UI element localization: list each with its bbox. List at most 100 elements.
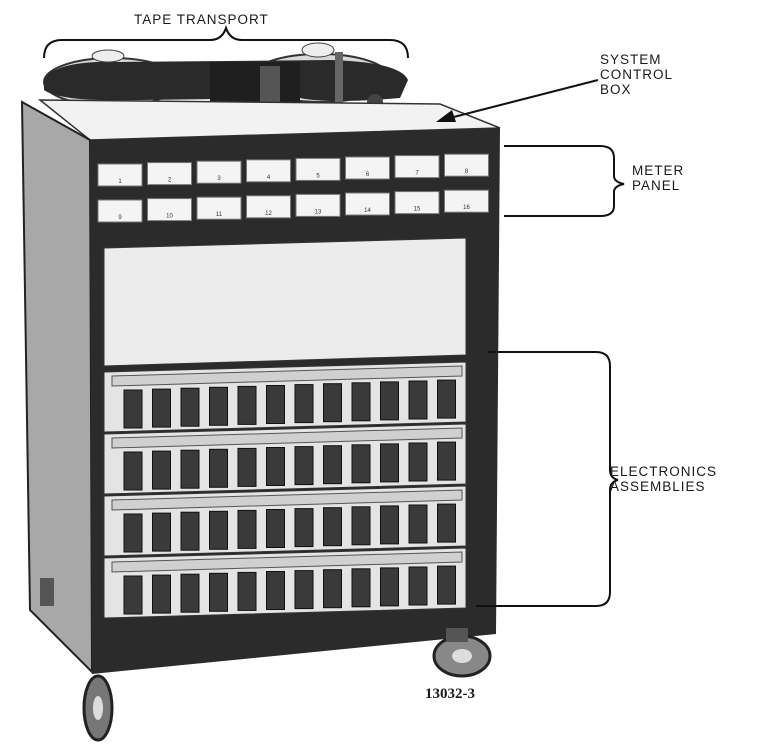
meter-number: 2 <box>168 178 172 184</box>
electronics-card <box>323 507 342 547</box>
electronics-card <box>323 445 342 485</box>
electronics-card <box>323 569 342 609</box>
meter-7: 7 <box>394 155 440 179</box>
electronics-card <box>380 505 399 545</box>
electronics-card <box>266 571 285 610</box>
tape-transport-bracket <box>43 24 409 59</box>
electronics-card <box>266 509 285 548</box>
electronics-card <box>180 387 200 427</box>
electronics-card <box>294 570 314 610</box>
meter-number: 8 <box>465 169 469 175</box>
electronics-card <box>294 446 314 486</box>
electronics-card <box>209 510 228 550</box>
electronics-card <box>152 574 171 614</box>
electronics-assemblies <box>103 361 467 619</box>
electronics-card <box>380 443 399 483</box>
meter-number: 16 <box>463 205 470 211</box>
electronics-card <box>209 448 228 488</box>
electronics-card <box>437 441 456 481</box>
electronics-card <box>237 447 257 487</box>
electronics-card <box>380 567 399 607</box>
electronics-card <box>323 383 342 423</box>
electronics-card <box>123 451 143 491</box>
electronics-row <box>103 423 467 495</box>
label-line: PANEL <box>632 178 681 193</box>
electronics-card <box>380 381 399 421</box>
meter-number: 12 <box>265 211 272 217</box>
meter-number: 15 <box>414 207 421 213</box>
electronics-card <box>152 512 171 552</box>
electronics-card <box>351 382 371 422</box>
system-control-box-label: SYSTEM CONTROL BOX <box>600 52 673 97</box>
electronics-card <box>180 449 200 489</box>
system-control-box-arrow <box>436 79 599 122</box>
label-line: METER <box>632 163 685 178</box>
electronics-row <box>103 485 467 557</box>
meter-14: 14 <box>345 192 390 216</box>
label-line: SYSTEM <box>600 52 662 67</box>
meter-11: 11 <box>196 196 242 220</box>
meter-3: 3 <box>196 160 242 184</box>
meter-number: 1 <box>118 179 122 185</box>
meter-number: 6 <box>366 172 370 178</box>
meter-number: 13 <box>315 209 322 215</box>
meter-number: 14 <box>364 208 371 214</box>
electronics-card <box>437 503 456 543</box>
electronics-row <box>103 547 467 619</box>
meter-8: 8 <box>444 153 489 177</box>
electronics-card <box>408 566 428 606</box>
electronics-card <box>266 447 285 486</box>
meter-number: 3 <box>217 176 221 182</box>
meter-number: 9 <box>118 215 122 221</box>
label-line: BOX <box>600 82 632 97</box>
electronics-card <box>180 511 200 551</box>
electronics-card <box>437 565 456 605</box>
electronics-card <box>152 388 171 428</box>
electronics-card <box>351 444 371 484</box>
meter-panel-label: METER PANEL <box>632 163 684 193</box>
electronics-card <box>123 575 143 615</box>
electronics-card <box>152 450 171 490</box>
meter-4: 4 <box>246 159 291 183</box>
electronics-card <box>209 572 228 612</box>
figure-number: 13032-3 <box>425 686 475 702</box>
meter-number: 4 <box>267 175 271 181</box>
electronics-card <box>351 568 371 608</box>
electronics-card <box>237 385 257 425</box>
label-line: ASSEMBLIES <box>610 479 706 494</box>
electronics-card <box>294 508 314 548</box>
cabinet-side-panel <box>20 100 94 675</box>
meter-number: 5 <box>316 173 320 179</box>
meter-10: 10 <box>147 198 192 222</box>
label-line: ELECTRONICS <box>610 464 718 479</box>
meter-2: 2 <box>147 162 192 186</box>
meter-6: 6 <box>345 156 390 180</box>
tape-transport <box>43 42 408 112</box>
electronics-card <box>123 389 143 429</box>
electronics-row <box>103 361 467 433</box>
electronics-card <box>237 509 257 549</box>
electronics-card <box>408 442 428 482</box>
meter-number: 10 <box>166 214 173 220</box>
electronics-card <box>180 573 200 613</box>
electronics-card <box>408 380 428 420</box>
label-line: CONTROL <box>600 67 674 82</box>
electronics-card <box>294 384 314 424</box>
electronics-bracket <box>595 351 619 607</box>
meter-1: 1 <box>97 163 143 187</box>
meter-number: 7 <box>415 171 419 177</box>
meter-panel-bracket <box>599 145 625 217</box>
electronics-card <box>408 504 428 544</box>
meter-9: 9 <box>97 199 143 223</box>
electronics-card <box>237 571 257 611</box>
caster-wheels <box>40 578 492 742</box>
electronics-card <box>351 506 371 546</box>
meter-12: 12 <box>246 195 291 219</box>
meter-13: 13 <box>295 193 341 217</box>
electronics-card <box>266 385 285 424</box>
tape-transport-label: TAPE TRANSPORT <box>134 12 269 27</box>
electronics-assemblies-label: ELECTRONICS ASSEMBLIES <box>610 464 717 494</box>
meter-15: 15 <box>394 191 440 215</box>
meter-16: 16 <box>444 189 489 213</box>
